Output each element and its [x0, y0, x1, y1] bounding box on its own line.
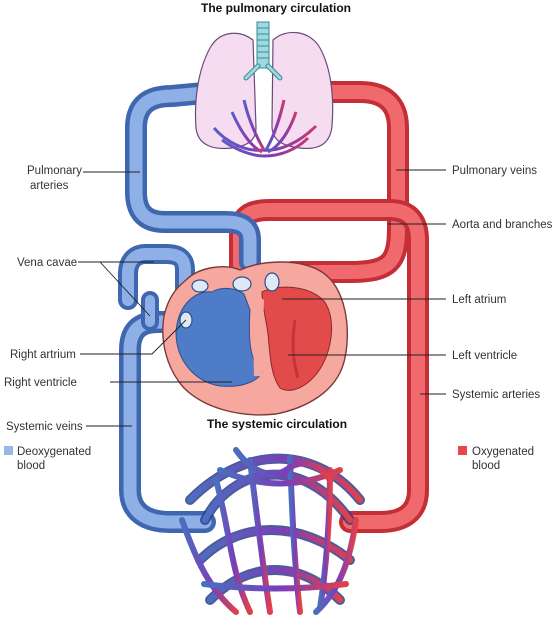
label-left-atrium: Left atrium	[452, 294, 506, 306]
right-lung	[194, 32, 257, 150]
lung-capillaries	[212, 99, 318, 158]
heart	[162, 261, 349, 416]
deoxygenated-vessels	[118, 81, 261, 533]
label-systemic-veins: Systemic veins	[6, 421, 83, 433]
systemic-title: The systemic circulation	[207, 417, 347, 431]
legend-deoxygenated-line1: Deoxygenated	[17, 446, 91, 458]
left-ventricle-chamber	[261, 286, 332, 391]
label-left-ventricle: Left ventricle	[452, 350, 517, 362]
label-pulmonary-veins: Pulmonary veins	[452, 165, 537, 177]
legend-oxygenated: Oxygenated blood	[458, 446, 534, 472]
trachea	[243, 21, 283, 81]
label-aorta: Aorta and branches	[452, 219, 553, 231]
systemic-capillaries	[179, 447, 365, 615]
pulmonary-title: The pulmonary circulation	[201, 1, 351, 15]
leader-vena-cavae	[78, 261, 154, 317]
legend-deoxygenated: Deoxygenated blood	[4, 446, 91, 472]
label-right-ventricle: Right ventricle	[4, 377, 77, 389]
label-systemic-arteries: Systemic arteries	[452, 389, 540, 401]
legend-swatch-oxygenated	[458, 446, 467, 455]
label-pulmonary-arteries-line1: Pulmonary	[27, 165, 82, 177]
left-lung	[271, 31, 334, 150]
lungs	[194, 21, 334, 158]
label-pulmonary-arteries-line2: arteries	[30, 180, 69, 192]
label-vena-cavae: Vena cavae	[17, 257, 77, 269]
legend-oxygenated-line2: blood	[472, 460, 500, 472]
label-right-atrium: Right artrium	[10, 349, 76, 361]
legend-swatch-deoxygenated	[4, 446, 13, 455]
leader-right-atrium	[80, 319, 187, 355]
legend-deoxygenated-line2: blood	[17, 460, 45, 472]
legend-oxygenated-line1: Oxygenated	[472, 446, 534, 458]
